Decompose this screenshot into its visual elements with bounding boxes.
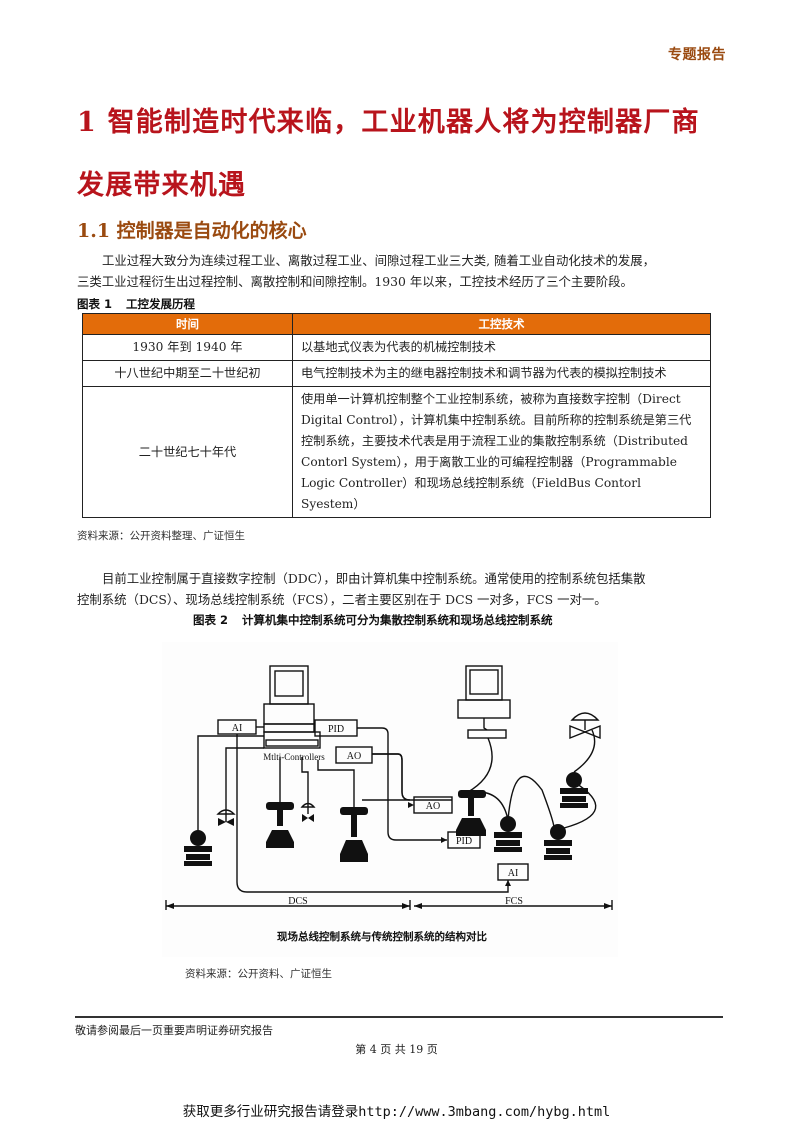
cell-time: 1930 年到 1940 年 <box>82 334 293 361</box>
table-row: 二十世纪七十年代 使用单一计算机控制整个工业控制系统，被称为直接数字控制（Dir… <box>82 386 711 518</box>
cell-time: 十八世纪中期至二十世纪初 <box>82 360 293 387</box>
section-title-line1: 1 智能制造时代来临，工业机器人将为控制器厂商 <box>77 107 700 138</box>
dcs-range-label: DCS <box>288 896 307 907</box>
ddc-paragraph-line1: 目前工业控制属于直接数字控制（DDC），即由计算机集中控制系统。通常使用的控制系… <box>102 571 646 586</box>
column-header-time: 时间 <box>82 313 293 335</box>
figure1-title: 图表 1 工控发展历程 <box>77 296 195 312</box>
table-header-row: 时间 工控技术 <box>82 313 711 335</box>
subsection-title: 1.1 控制器是自动化的核心 <box>77 220 307 242</box>
intro-paragraph: 工业过程大致分为连续过程工业、离散过程工业、间隙过程工业三大类, 随着工业自动化… <box>77 250 713 292</box>
ai-bottom-box-label: AI <box>508 868 519 879</box>
footer-divider <box>75 1016 723 1018</box>
cell-tech: 以基地式仪表为代表的机械控制技术 <box>292 334 711 361</box>
cell-tech: 使用单一计算机控制整个工业控制系统，被称为直接数字控制（Direct Digit… <box>292 386 711 518</box>
figure2-title: 图表 2 计算机集中控制系统可分为集散控制系统和现场总线控制系统 <box>193 612 553 628</box>
intro-paragraph-line1: 工业过程大致分为连续过程工业、离散过程工业、间隙过程工业三大类, 随着工业自动化… <box>102 253 656 268</box>
figure1-caption: 工控发展历程 <box>126 297 196 311</box>
pid-right-box-label: PID <box>456 836 472 847</box>
industrial-control-history-table: 时间 工控技术 1930 年到 1940 年 以基地式仪表为代表的机械控制技术 … <box>82 313 711 518</box>
diagram-caption: 现场总线控制系统与传统控制系统的结构对比 <box>277 930 487 943</box>
section-title-line2: 发展带来机遇 <box>77 170 247 201</box>
watermark-link-text: 获取更多行业研究报告请登录http://www.3mbang.com/hybg.… <box>182 1104 611 1120</box>
figure1-label: 图表 1 <box>77 297 113 311</box>
intro-paragraph-line2: 三类工业过程衍生出过程控制、离散控制和间隙控制。1930 年以来，工控技术经历了… <box>77 274 633 289</box>
table-row: 1930 年到 1940 年 以基地式仪表为代表的机械控制技术 <box>82 334 711 361</box>
ddc-paragraph-line2: 控制系统（DCS）、现场总线控制系统（FCS），二者主要区别在于 DCS 一对多… <box>77 592 607 607</box>
figure1-source: 资料来源：公开资料整理、广证恒生 <box>77 530 245 542</box>
ao-top-box-label: AO <box>347 751 361 762</box>
ao-right-box-label: AO <box>426 801 440 812</box>
figure2-caption: 计算机集中控制系统可分为集散控制系统和现场总线控制系统 <box>242 613 553 627</box>
controller-label: Mtlti-Controllers <box>263 752 325 762</box>
table-row: 十八世纪中期至二十世纪初 电气控制技术为主的继电器控制技术和调节器为代表的模拟控… <box>82 360 711 387</box>
ai-top-box-label: AI <box>232 723 243 734</box>
diagram-graphic: AI PID AO Mtlti-Controllers AO PID AI DC… <box>165 665 613 943</box>
figure2-source: 资料来源：公开资料、广证恒生 <box>185 968 332 980</box>
cell-time: 二十世纪七十年代 <box>82 386 293 518</box>
ddc-paragraph: 目前工业控制属于直接数字控制（DDC），即由计算机集中控制系统。通常使用的控制系… <box>77 568 713 610</box>
figure2-label: 图表 2 <box>193 613 229 627</box>
dcs-vs-fcs-diagram: AI PID AO Mtlti-Controllers AO PID AI DC… <box>162 642 618 957</box>
page-number: 第 4 页 共 19 页 <box>355 1043 438 1056</box>
fcs-range-label: FCS <box>505 896 523 907</box>
footer-disclaimer: 敬请参阅最后一页重要声明证券研究报告 <box>75 1024 273 1037</box>
cell-tech: 电气控制技术为主的继电器控制技术和调节器为代表的模拟控制技术 <box>292 360 711 387</box>
pid-top-box-label: PID <box>328 724 344 735</box>
report-type-label: 专题报告 <box>668 47 726 63</box>
column-header-tech: 工控技术 <box>292 313 711 335</box>
